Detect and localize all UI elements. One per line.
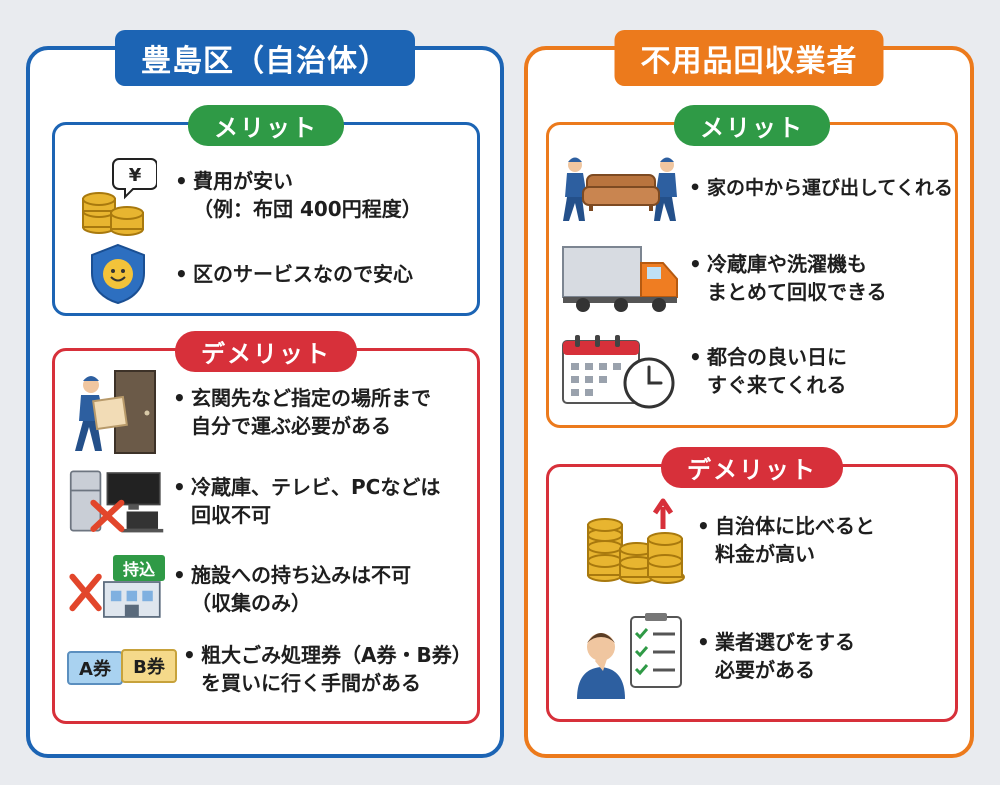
- text-line: を買いに行く手間がある: [201, 671, 421, 695]
- text-line: 粗大ごみ処理券（A券・B券）: [201, 643, 472, 667]
- demerit-text: •自治体に比べると 料金が高い: [697, 514, 875, 566]
- text-line: 必要がある: [715, 658, 815, 682]
- municipal-demerit-box: デメリット •玄関先など指定の場所まで 自分で運ぶ必要がある: [52, 331, 480, 724]
- list-item: •自治体に比べると 料金が高い: [585, 495, 875, 585]
- ticket-a: A券: [67, 651, 123, 685]
- list-item: •都合の良い日に すぐ来てくれる: [561, 333, 847, 409]
- list-item: •冷蔵庫や洗濯機も まとめて回収できる: [561, 243, 887, 313]
- collector-title: 不用品回収業者: [614, 30, 884, 86]
- coins-yen-icon: ¥: [79, 153, 157, 237]
- text-line: 費用が安い: [193, 169, 293, 193]
- person-checklist-icon: [573, 611, 685, 701]
- bring-in-badge: 持込: [113, 555, 165, 581]
- merit-text: •冷蔵庫や洗濯機も まとめて回収できる: [689, 252, 887, 304]
- list-item: •業者選びをする 必要がある: [573, 611, 855, 701]
- text-line: 冷蔵庫や洗濯機も: [707, 252, 867, 276]
- person-carrying-box-icon: [69, 369, 165, 455]
- municipal-title: 豊島区（自治体）: [115, 30, 415, 86]
- demerit-text: •粗大ごみ処理券（A券・B券） を買いに行く手間がある: [183, 643, 472, 695]
- municipal-panel: 豊島区（自治体） メリット ¥: [26, 30, 504, 758]
- municipal-merit-box: メリット ¥: [52, 105, 480, 316]
- collector-merit-box: メリット •家の中から運び出し: [546, 105, 958, 428]
- list-item: •区のサービスなので安心: [79, 243, 413, 305]
- demerit-text: •冷蔵庫、テレビ、PCなどは 回収不可: [173, 475, 441, 527]
- demerit-text: •施設への持ち込みは不可 （収集のみ）: [173, 563, 411, 615]
- ticket-b: B券: [121, 649, 177, 683]
- demerit-text: •業者選びをする 必要がある: [697, 630, 855, 682]
- text-line: 施設への持ち込みは不可: [191, 563, 411, 587]
- collector-demerit-box: デメリット •自治体に比べると: [546, 447, 958, 722]
- text-line: 回収不可: [191, 503, 271, 527]
- municipal-demerit-label: デメリット: [175, 331, 357, 372]
- text-line: まとめて回収できる: [707, 280, 887, 304]
- text-line: 家の中から運び出してくれる: [707, 176, 953, 199]
- list-item: •玄関先など指定の場所まで 自分で運ぶ必要がある: [69, 369, 431, 455]
- list-item: A券 B券 •粗大ごみ処理券（A券・B券） を買いに行く手間がある: [65, 639, 472, 699]
- list-item: 持込 •施設への持ち込みは不可 （収集のみ）: [69, 555, 411, 623]
- collector-demerit-label: デメリット: [661, 447, 843, 488]
- calendar-clock-icon: [561, 333, 681, 409]
- text-line: 自分で運ぶ必要がある: [191, 414, 391, 438]
- facility-crossed-icon: 持込: [69, 555, 165, 623]
- shield-smile-icon: [79, 243, 157, 305]
- text-line: 区のサービスなので安心: [193, 262, 413, 286]
- list-item: ¥ •費用が安い （例：布団 400円程度）: [79, 153, 422, 237]
- merit-text: •費用が安い （例：布団 400円程度）: [175, 169, 422, 221]
- coins-up-icon: [585, 495, 685, 585]
- text-line: 冷蔵庫、テレビ、PCなどは: [191, 475, 441, 499]
- collector-merit-label: メリット: [674, 105, 830, 146]
- merit-text: •都合の良い日に すぐ来てくれる: [689, 345, 847, 397]
- text-line: 業者選びをする: [715, 630, 855, 654]
- text-line: 都合の良い日に: [707, 345, 847, 369]
- movers-sofa-icon: [561, 153, 681, 223]
- yen-symbol: ¥: [129, 165, 142, 186]
- collector-panel: 不用品回収業者 メリット: [524, 30, 974, 758]
- merit-text: •家の中から運び出してくれる: [689, 176, 953, 199]
- demerit-text: •玄関先など指定の場所まで 自分で運ぶ必要がある: [173, 386, 431, 438]
- text-line: 料金が高い: [715, 542, 815, 566]
- text-line: すぐ来てくれる: [707, 373, 847, 397]
- appliances-crossed-icon: [69, 463, 165, 539]
- truck-icon: [561, 243, 681, 313]
- merit-text: •区のサービスなので安心: [175, 262, 413, 286]
- list-item: •冷蔵庫、テレビ、PCなどは 回収不可: [69, 463, 440, 539]
- municipal-merit-label: メリット: [188, 105, 344, 146]
- text-line: （例：布団 400円程度）: [193, 197, 422, 221]
- text-line: （収集のみ）: [191, 591, 311, 615]
- text-line: 自治体に比べると: [715, 514, 875, 538]
- tickets-icon: A券 B券: [65, 639, 177, 699]
- list-item: •家の中から運び出してくれる: [561, 153, 953, 223]
- text-line: 玄関先など指定の場所まで: [191, 386, 431, 410]
